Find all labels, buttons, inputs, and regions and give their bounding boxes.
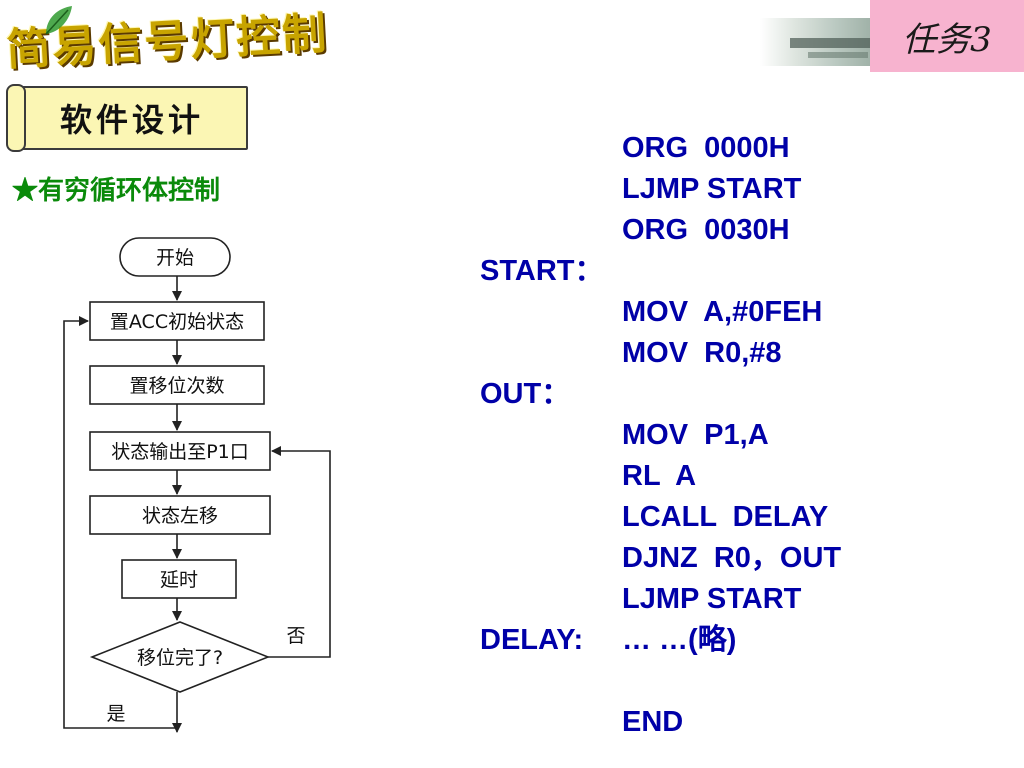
section-scroll: 软件设计: [6, 82, 248, 152]
task-tab: 任务3: [870, 0, 1024, 72]
flow-set-count-label: 置移位次数: [129, 375, 224, 397]
section-scroll-body: 软件设计: [16, 86, 248, 150]
code-line: ORG 0030H: [622, 214, 790, 246]
flow-init-acc-label: 置ACC初始状态: [110, 311, 244, 333]
code-line: ORG 0000H: [622, 132, 790, 164]
flow-yes-label: 是: [106, 703, 125, 725]
code-label: DELAY:: [480, 624, 584, 656]
flow-output-p1-label: 状态输出至P1口: [111, 441, 249, 463]
flow-decision-label: 移位完了?: [137, 647, 223, 669]
flowchart: 开始 置ACC初始状态 置移位次数 状态输出至P1口 状态左移 延时 移位完了?…: [63, 237, 331, 733]
code-line: RL A: [622, 460, 697, 492]
flow-no-loop-arrow: [268, 446, 331, 658]
leaf-icon: [45, 6, 72, 35]
flow-start-node: [119, 237, 231, 277]
flow-shift-left-node: [89, 495, 271, 535]
flow-delay-label: 延时: [160, 569, 198, 591]
code-line: LCALL DELAY: [622, 501, 829, 533]
flow-set-count-node: [89, 365, 265, 405]
flow-delay-node: [121, 559, 237, 599]
code-line: END: [622, 706, 684, 738]
code-line: MOV P1,A: [622, 419, 769, 451]
section-label: 软件设计: [59, 101, 204, 139]
code-label: START：: [480, 255, 604, 287]
loop-heading: ★有穷循环体控制: [12, 176, 221, 206]
task-tab-label: 任务3: [902, 19, 992, 60]
code-line: MOV A,#0FEH: [622, 296, 823, 328]
flow-init-acc-node: [89, 301, 265, 341]
flow-no-label: 否: [286, 625, 305, 647]
flow-yes-loop-arrow: [63, 316, 177, 729]
code-line: LJMP START: [622, 583, 802, 615]
code-line: DJNZ R0，OUT: [622, 542, 842, 574]
flow-decision-node: [89, 621, 271, 693]
flow-output-p1-node: [89, 431, 271, 471]
code-label: OUT：: [480, 378, 571, 410]
code-line: MOV R0,#8: [622, 337, 782, 369]
code-line: … …(略): [622, 624, 737, 656]
header-banner-image: [760, 18, 872, 66]
code-line: LJMP START: [622, 173, 802, 205]
flow-start-label: 开始: [156, 247, 194, 269]
flow-shift-left-label: 状态左移: [142, 505, 218, 527]
scroll-roll-decoration: [6, 84, 26, 152]
